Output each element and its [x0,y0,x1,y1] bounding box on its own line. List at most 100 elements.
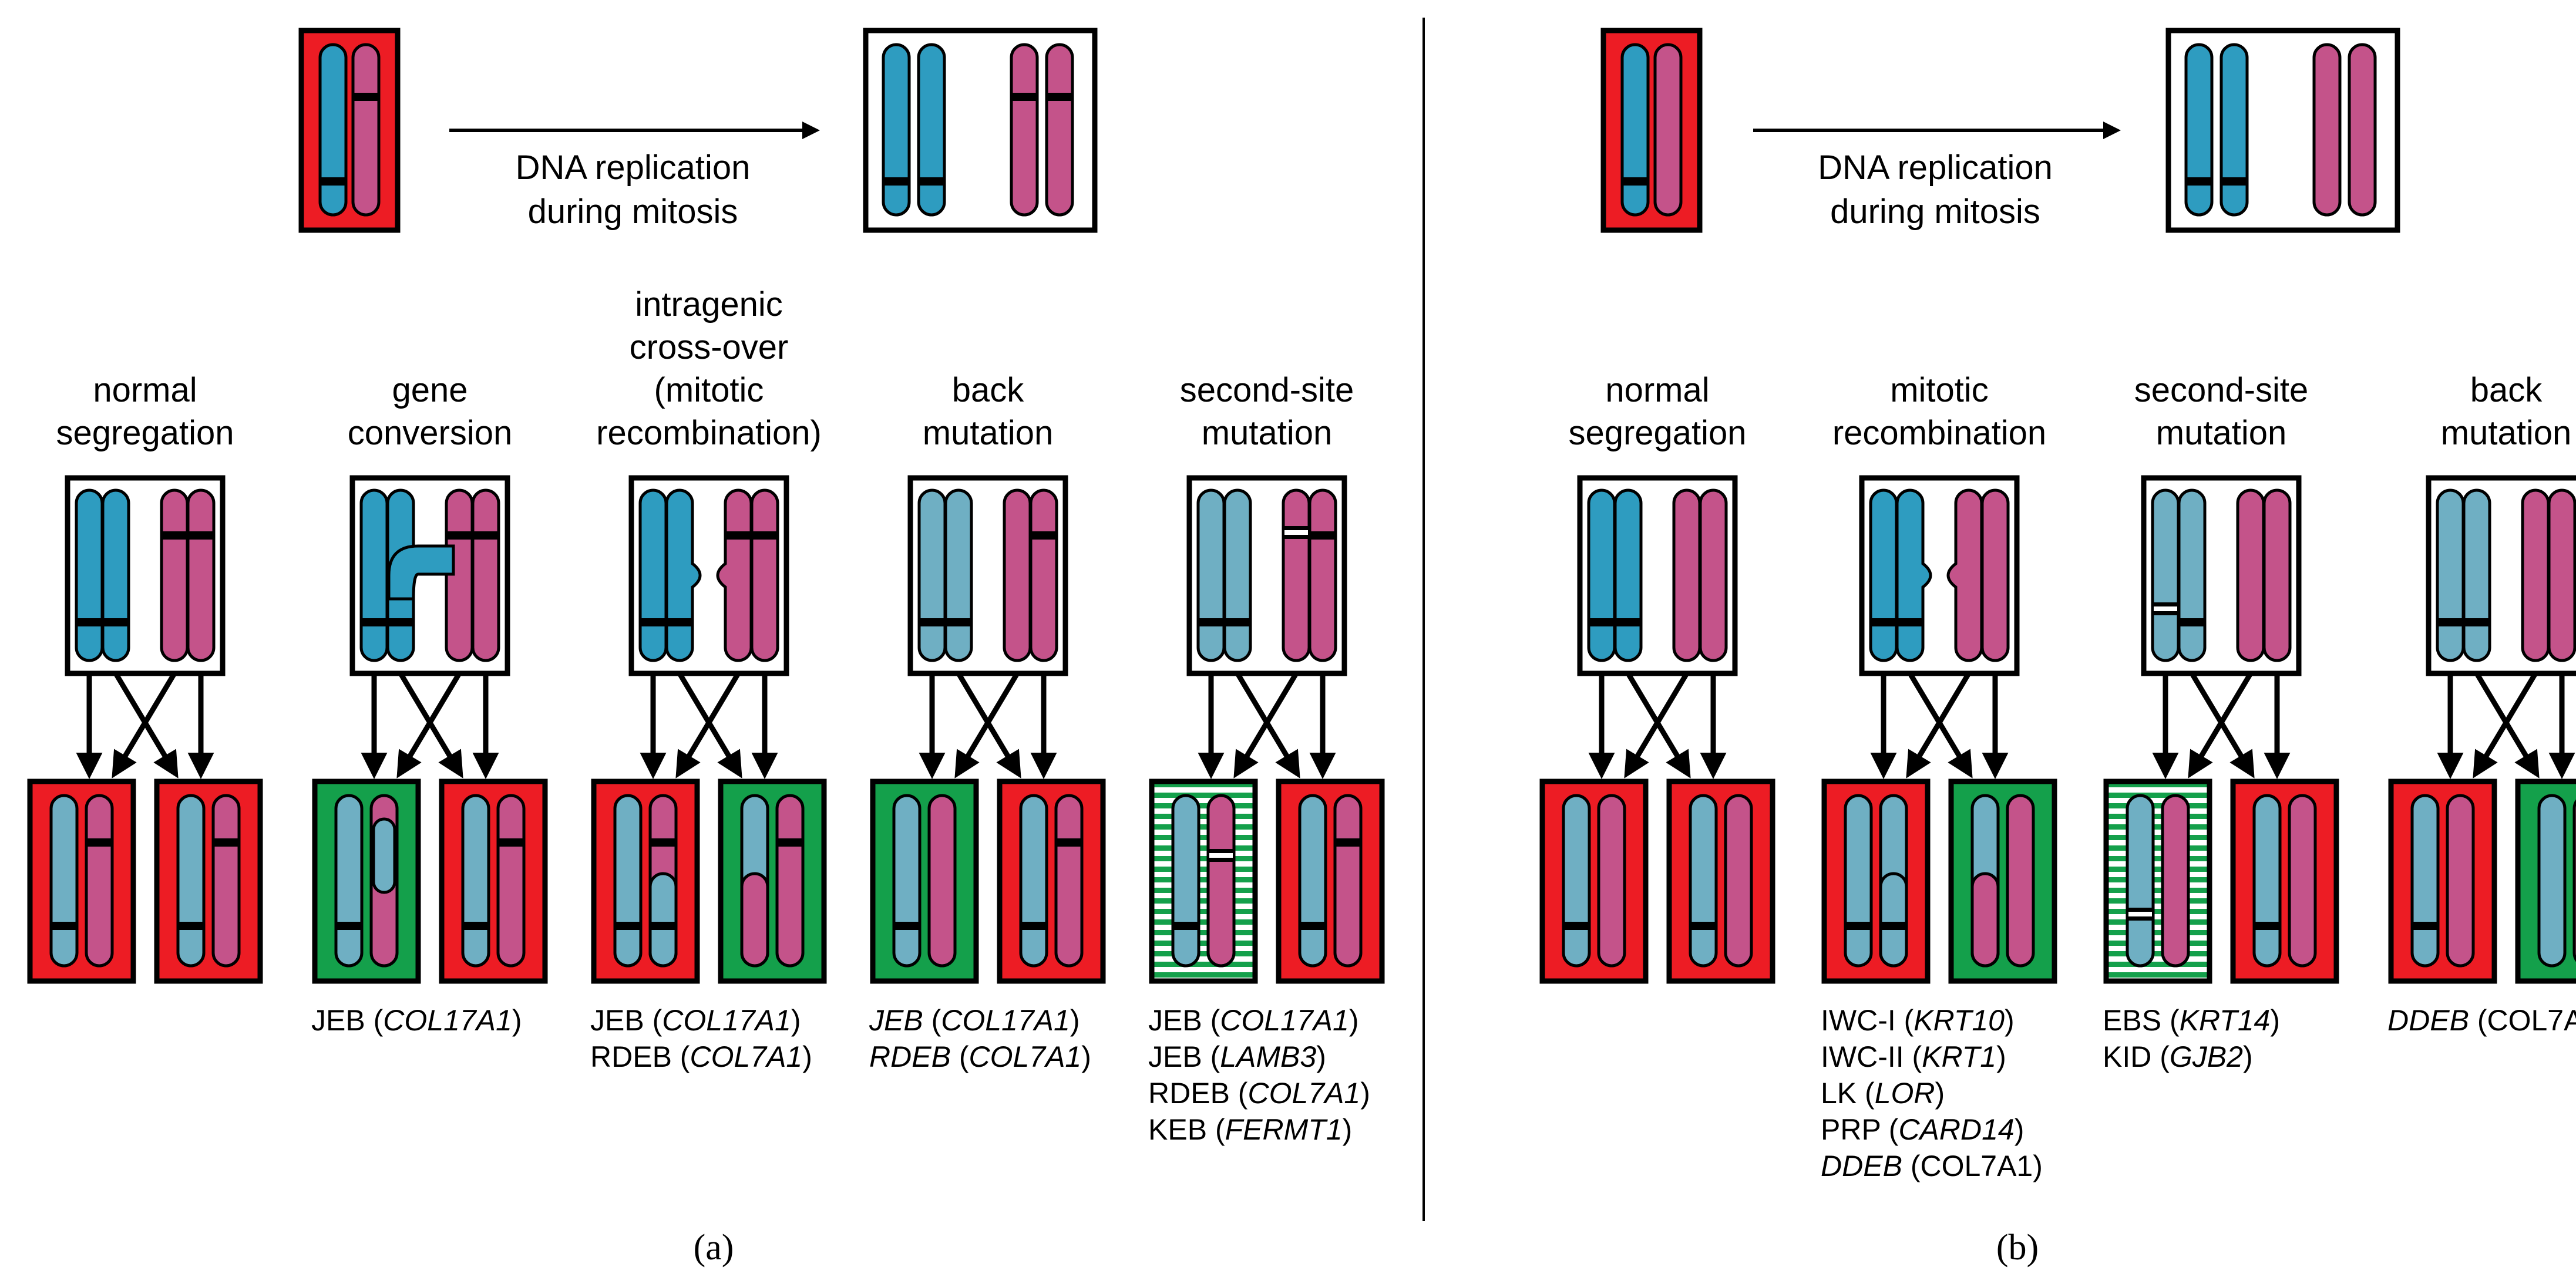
chromosome [740,794,769,968]
chromosome-body [750,488,779,662]
chromosome-body [1308,488,1337,662]
chromosome [2537,794,2567,968]
chromosome [775,794,805,968]
panel-caption: (b) [1996,1228,2039,1268]
mutation-band [179,922,203,930]
disease-label-part: ) [1349,1004,1359,1037]
chromosome-body [775,794,805,968]
mutation-band [1847,922,1870,930]
chromosome-body [1620,43,1650,217]
mechanism-title-line: back [2470,371,2543,409]
mutation-band [651,922,675,930]
chromosome [496,794,526,968]
chromosome-body [1045,43,1074,217]
mutation-band [947,618,970,626]
disease-label-part: ) [1081,1040,1091,1073]
replication-label-line: during mitosis [528,193,738,231]
disease-label-part: ) [802,1040,812,1073]
disease-label-part: RDEB ( [590,1040,690,1073]
disease-label: IWC-II (KRT1) [1821,1040,2006,1073]
chromosome-body [101,488,130,662]
mutation-band [641,618,665,626]
mutant-daughter-cell [439,779,548,984]
mutation-band [1301,922,1324,930]
chromosome [2547,488,2576,662]
disease-label-part: ) [1996,1040,2006,1073]
mechanism-title-line: segregation [1568,414,1746,452]
chromosome [917,43,946,217]
chromosome [2006,794,2035,968]
chromosome-body [2177,488,2207,662]
mutation-band [214,838,238,847]
chromosome [892,794,922,968]
chromosome-body [2161,794,2190,968]
chromosome-body [2006,794,2035,968]
segregation-arrow [675,672,741,779]
disease-label-part: COL7A1 [690,1040,802,1073]
disease-label-part: ) [2015,1113,2025,1146]
chromosome-body [1980,488,2010,662]
disease-label-part: COL17A1 [941,1004,1070,1037]
mutation-band [727,531,750,540]
chromosome-body [927,794,957,968]
mechanism-title-line: mutation [2441,414,2571,452]
mechanism-title-line: gene [392,371,468,409]
disease-list: JEB (COL17A1)RDEB (COL7A1) [869,1004,1091,1073]
disease-label: PRP (CARD14) [1821,1113,2024,1146]
chromosome-body [2288,794,2317,968]
replication-label-line: DNA replication [516,149,751,187]
disease-label-part: ) [1935,1077,1945,1110]
mutation-band [778,838,802,847]
disease-label-part: COL7A1 [1247,1077,1360,1110]
mutant-daughter-cell [1821,779,1931,984]
crossover-chromatid-pink [1946,488,1983,662]
disease-label-part: IWC-I ( [1821,1004,1914,1037]
mutation-band [464,922,487,930]
chromosome [1869,488,1898,662]
chromosome-body [160,488,189,662]
chromosome-body [2410,794,2440,968]
chromosome-body [2462,488,2491,662]
chromosome-body [1054,794,1084,968]
chromosome [351,43,381,217]
mutation-band [104,618,127,626]
disease-label-part: LK ( [1821,1077,1875,1110]
disease-label-part: ( [951,1040,969,1073]
mutation-band [78,618,101,626]
mutation-band [52,922,76,930]
mutation-band [2187,177,2211,186]
parent-mutant-cell [298,28,401,233]
disease-label-part: KID ( [2103,1040,2170,1073]
chromosome-body [1196,488,1226,662]
mutation-band [1565,922,1588,930]
chromosome-body [1298,794,1327,968]
chromosome [1171,794,1200,968]
disease-label-part: KRT10 [1913,1004,2005,1037]
chromosome [85,794,114,968]
chromosome-body [496,794,526,968]
revertant-daughter-cell [2103,779,2212,984]
mutation-band [920,618,944,626]
disease-label-part: CARD14 [1898,1113,2014,1146]
chromosome [160,488,189,662]
mechanism-title-line: normal [93,371,197,409]
chromosome [1196,488,1226,662]
mechanism-title: intrageniccross-over(mitoticrecombinatio… [596,285,822,452]
second-site-white-line [1209,853,1233,858]
chromosome [613,794,643,968]
mutation-band [163,531,186,540]
chromosome [2436,488,2465,662]
chromosome-body [882,43,911,217]
chromosome [2177,488,2207,662]
chromosome-body [638,488,668,662]
chromosome-body [892,794,922,968]
parent-mutant-cell [1600,28,1703,233]
segregation-arrow [1906,672,1971,779]
mechanism-title-line: second-site [1180,371,1354,409]
chromosome [1206,794,1236,968]
